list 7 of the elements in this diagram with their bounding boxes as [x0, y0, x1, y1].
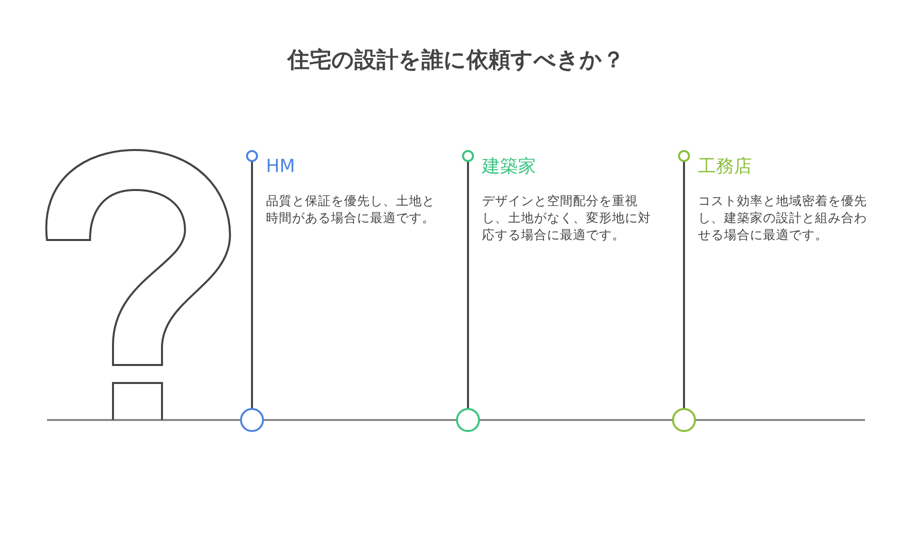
- item-heading: 工務店: [698, 155, 753, 179]
- item-description: デザインと空間配分を重視し、土地がなく、変形地に対応する場合に最適です。: [482, 192, 652, 243]
- item-description: 品質と保証を優先し、土地と時間がある場合に最適です。: [266, 192, 436, 226]
- item-heading: HM: [266, 155, 296, 179]
- item-description: コスト効率と地域密着を優先し、建築家の設計と組み合わせる場合に最適です。: [698, 192, 868, 243]
- item-heading: 建築家: [482, 155, 537, 179]
- title: 住宅の設計を誰に依頼すべきか？: [286, 46, 626, 75]
